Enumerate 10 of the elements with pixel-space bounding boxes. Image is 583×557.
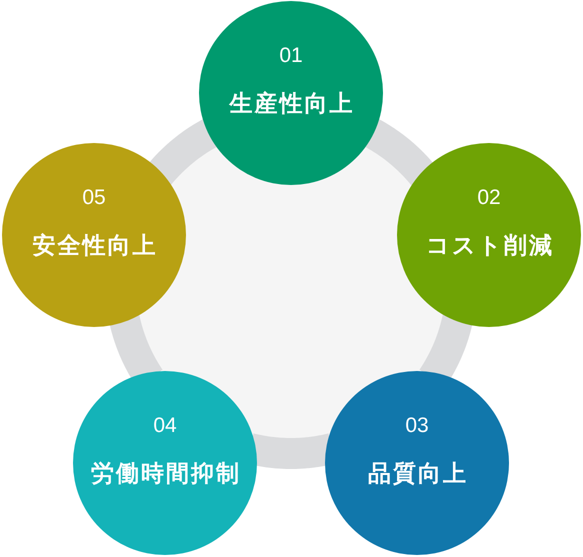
- step-number: 01: [279, 43, 303, 69]
- step-label: 労働時間抑制: [91, 459, 241, 488]
- step-number: 02: [477, 185, 501, 211]
- step-label: 安全性向上: [32, 231, 158, 260]
- step-label: コスト削減: [426, 231, 554, 260]
- step-number: 05: [82, 185, 106, 211]
- step-number: 04: [153, 413, 177, 439]
- step-label: 生産性向上: [230, 89, 354, 118]
- step-label: 品質向上: [368, 459, 468, 488]
- step-number: 03: [405, 413, 429, 439]
